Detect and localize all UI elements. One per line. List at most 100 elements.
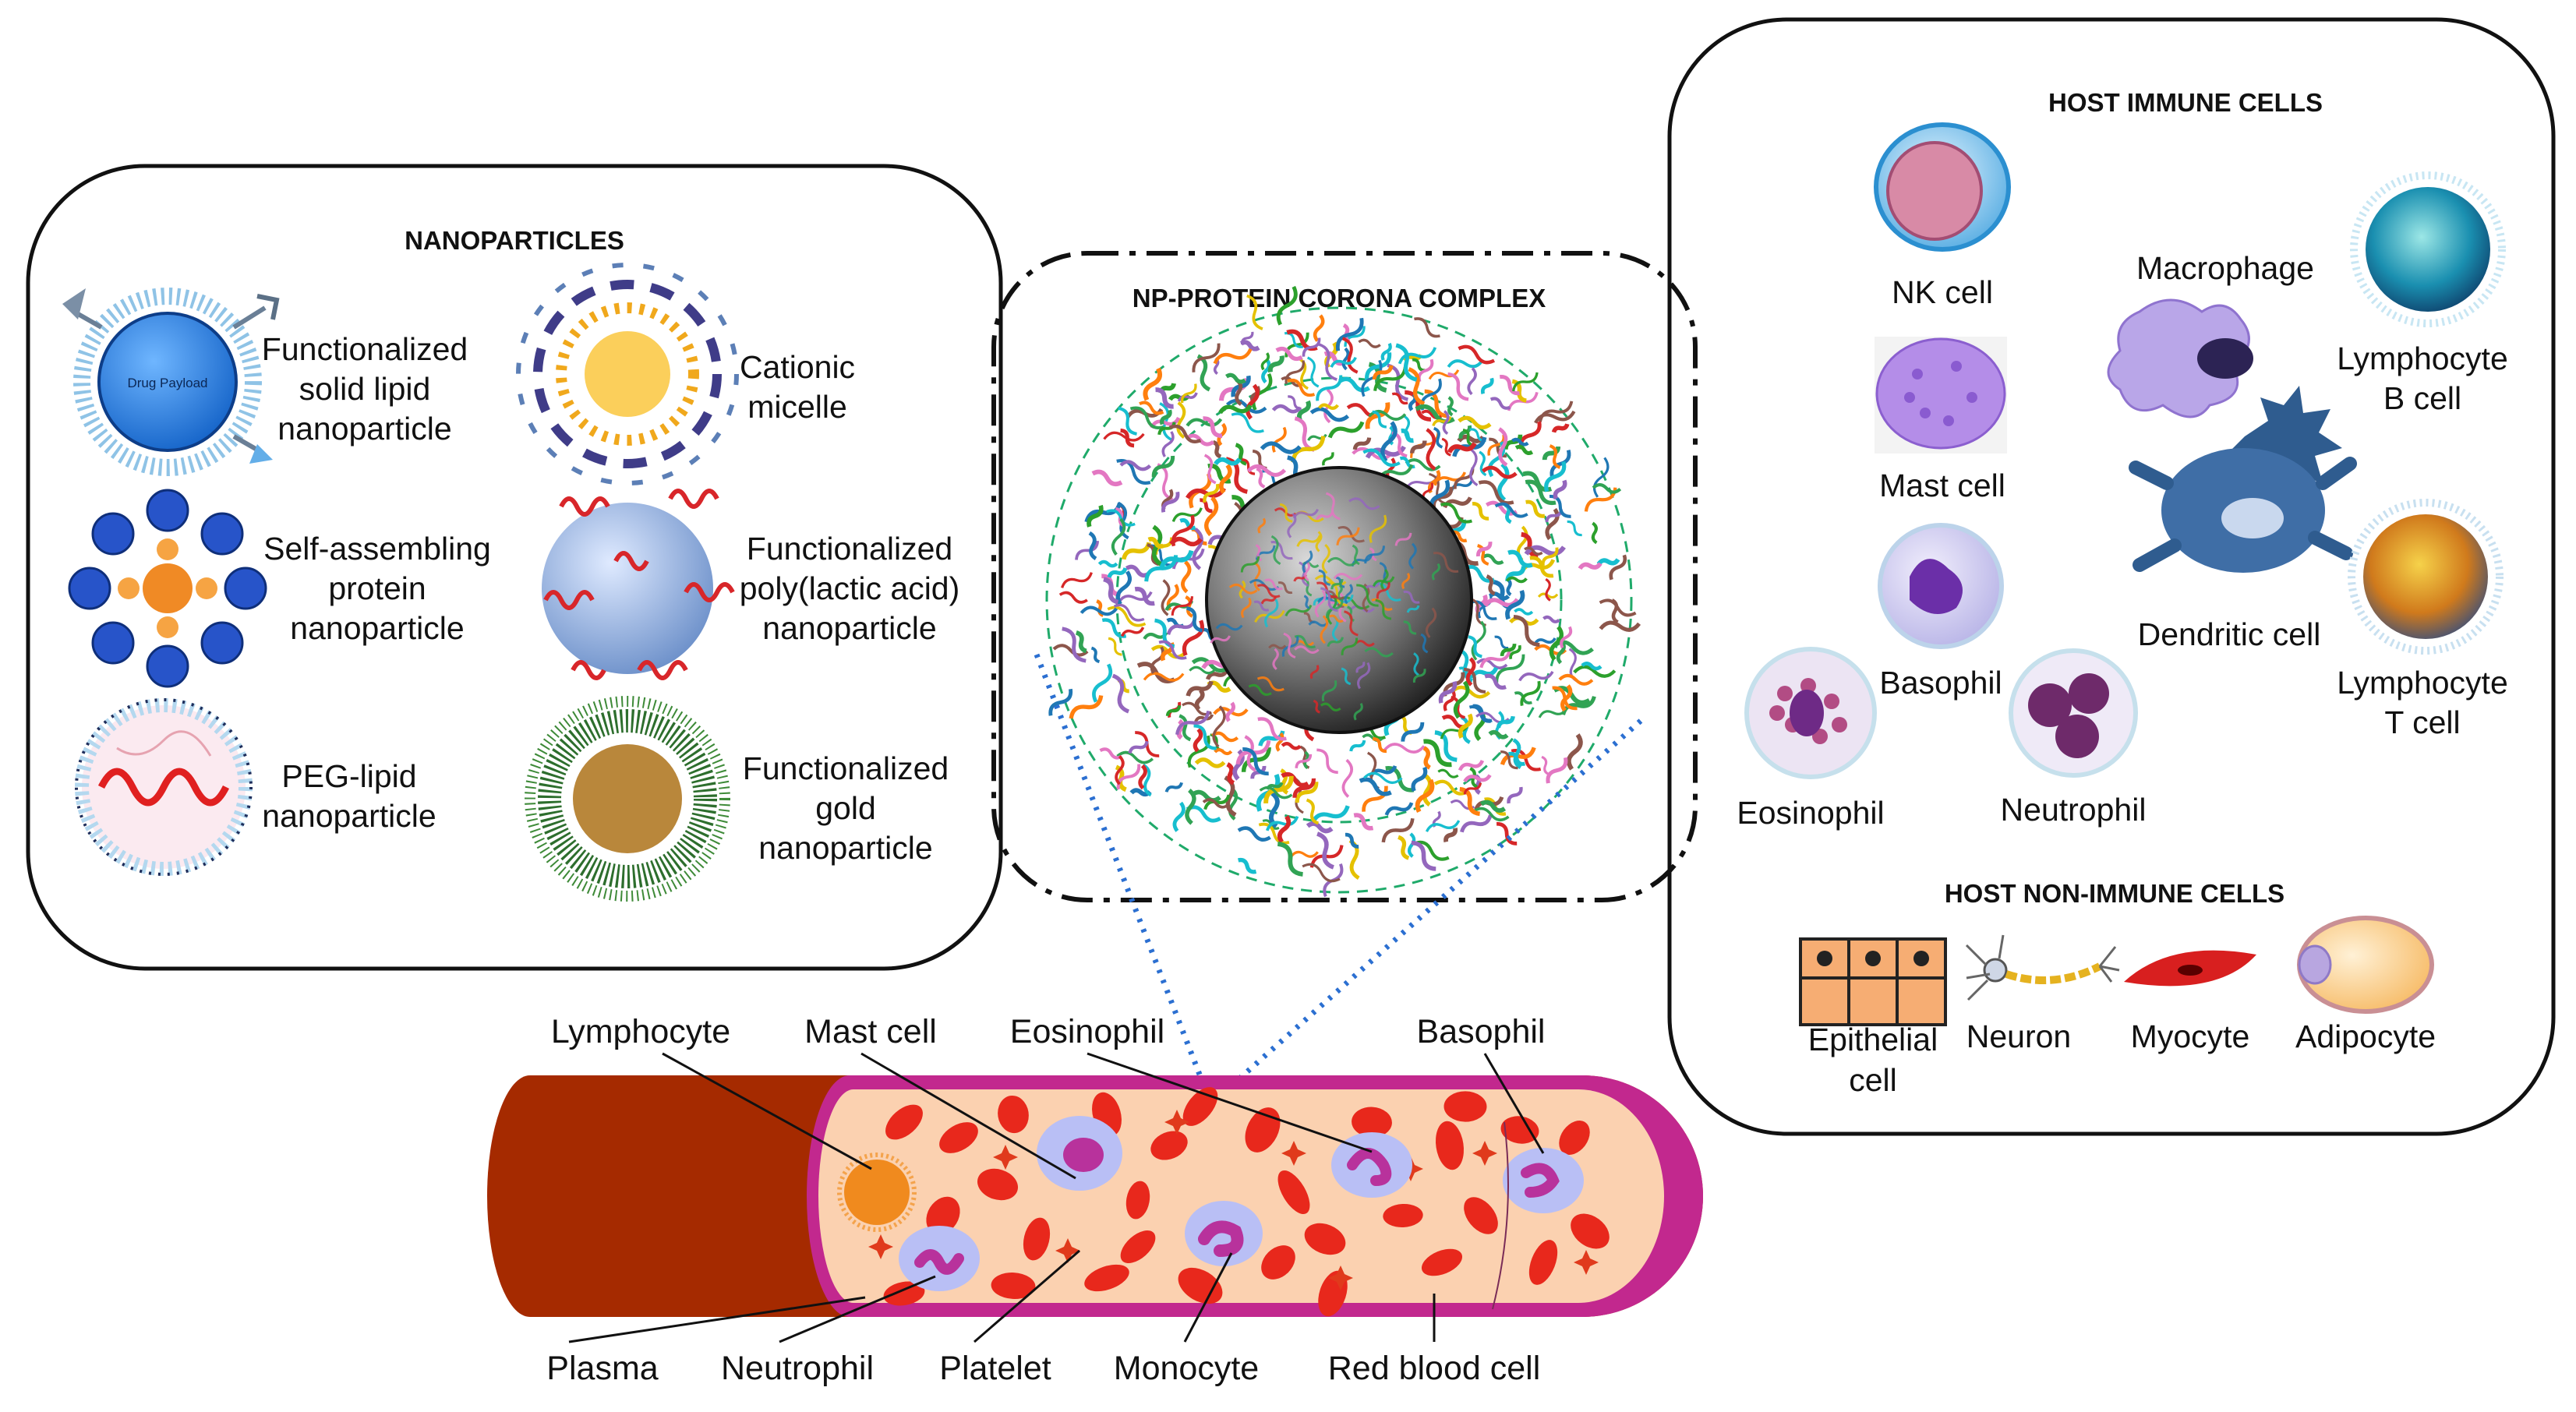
nonimmune-label-myocyte: Myocyte [2131, 1018, 2250, 1054]
svg-text:PEG-lipid: PEG-lipid [281, 758, 416, 794]
corona-protein [1373, 737, 1387, 754]
corona-protein [1219, 464, 1232, 494]
corona-protein [1494, 502, 1528, 518]
svg-text:protein: protein [328, 570, 426, 606]
corona-protein [1383, 743, 1426, 754]
corona-protein-inner [1270, 541, 1293, 560]
corona-protein [1113, 603, 1145, 622]
corona-protein [1069, 694, 1104, 719]
immune-label-nk: NK cell [1892, 274, 1993, 310]
svg-text:cell: cell [1849, 1062, 1897, 1098]
macrophage-icon [2107, 298, 2253, 418]
vessel-mast-cell [1037, 1116, 1122, 1191]
svg-text:nanoparticle: nanoparticle [262, 798, 436, 834]
vessel-red-blood-cell [998, 1095, 1029, 1134]
basophil-icon [1878, 523, 2004, 649]
corona-protein [1203, 416, 1223, 438]
corona-protein-inner [1408, 542, 1417, 570]
peg-lipid-nanoparticle-icon [75, 698, 253, 876]
corona-protein [1341, 347, 1350, 371]
corona-protein [1462, 429, 1474, 447]
corona-protein-inner [1239, 580, 1246, 599]
svg-text:nanoparticle: nanoparticle [277, 411, 451, 447]
vessel-red-blood-cell [1120, 1230, 1156, 1264]
corona-protein [1313, 314, 1325, 342]
corona-protein-inner [1303, 595, 1310, 609]
corona-protein [1309, 845, 1344, 868]
corona-protein [1496, 821, 1518, 845]
corona-protein [1500, 375, 1520, 396]
corona-protein [1465, 657, 1476, 687]
nk-cell-icon [1874, 122, 2011, 252]
corona-protein [1091, 469, 1123, 487]
corona-protein [1186, 487, 1226, 499]
corona-protein [1440, 502, 1473, 524]
corona-protein [1488, 729, 1509, 740]
vessel-red-blood-cell [926, 1196, 960, 1235]
corona-protein [1341, 337, 1359, 374]
corona-protein [1228, 787, 1239, 821]
corona-protein [1465, 565, 1496, 583]
corona-protein-inner [1357, 662, 1371, 690]
corona-protein [1415, 778, 1435, 814]
corona-protein [1260, 352, 1270, 371]
corona-protein [1349, 740, 1366, 752]
corona-protein [1108, 637, 1122, 656]
corona-protein [1511, 437, 1529, 447]
vessel-red-blood-cell [1464, 1197, 1498, 1234]
corona-protein [1115, 570, 1133, 605]
zoom-line-right [1206, 718, 1643, 1109]
vessel-label-eosinophil: Eosinophil [1010, 1013, 1164, 1050]
corona-protein [1498, 427, 1508, 467]
myocyte-icon [2124, 950, 2256, 987]
corona-protein-inner [1268, 644, 1287, 650]
corona-protein [1177, 392, 1198, 402]
vessel-red-blood-cell [1421, 1248, 1463, 1276]
corona-protein [1560, 626, 1573, 649]
corona-protein [1330, 356, 1357, 368]
neuron-icon [1965, 934, 2120, 1001]
corona-protein-inner [1375, 598, 1392, 620]
vessel-red-blood-cell [883, 1281, 925, 1306]
corona-protein [1507, 549, 1533, 568]
corona-protein-inner [1294, 634, 1316, 649]
corona-protein [1190, 789, 1221, 803]
corona-protein [1451, 685, 1491, 699]
corona-protein-inner [1341, 667, 1352, 686]
nanoparticles-title: NANOPARTICLES [405, 226, 624, 255]
corona-protein [1111, 673, 1130, 714]
corona-protein [1549, 444, 1561, 469]
corona-protein [1505, 576, 1528, 584]
corona-protein-inner [1364, 647, 1394, 658]
corona-protein-inner [1320, 587, 1338, 612]
corona-protein-inner [1420, 633, 1429, 654]
corona-protein [1181, 560, 1192, 594]
corona-protein [1235, 443, 1247, 466]
corona-protein [1412, 840, 1450, 861]
corona-protein-inner [1412, 669, 1426, 683]
corona-protein [1408, 367, 1426, 406]
corona-protein-inner [1277, 581, 1293, 595]
corona-protein-inner [1253, 600, 1270, 612]
corona-protein [1171, 507, 1203, 522]
immune-cells-panel [1667, 17, 2556, 1136]
corona-protein [1495, 654, 1525, 683]
corona-protein [1179, 518, 1196, 531]
corona-protein-inner [1253, 562, 1261, 591]
corona-protein [1203, 496, 1219, 537]
corona-protein [1193, 728, 1203, 753]
corona-protein-inner [1344, 610, 1359, 637]
nanoparticles-panel [26, 164, 1003, 971]
corona-protein [1460, 814, 1493, 833]
corona-protein [1052, 644, 1089, 657]
corona-protein [1380, 421, 1398, 463]
np-label-poly-lactic-acid: Functionalized poly(lactic acid) nanopar… [740, 531, 960, 646]
corona-protein [1058, 591, 1088, 604]
corona-protein [1500, 747, 1536, 766]
corona-protein-inner [1329, 614, 1344, 623]
vessel-red-blood-cell [1383, 1203, 1423, 1228]
corona-protein [1411, 766, 1428, 792]
corona-protein [1212, 439, 1222, 459]
corona-protein [1380, 342, 1392, 362]
vessel-red-blood-cell [1443, 1091, 1487, 1122]
